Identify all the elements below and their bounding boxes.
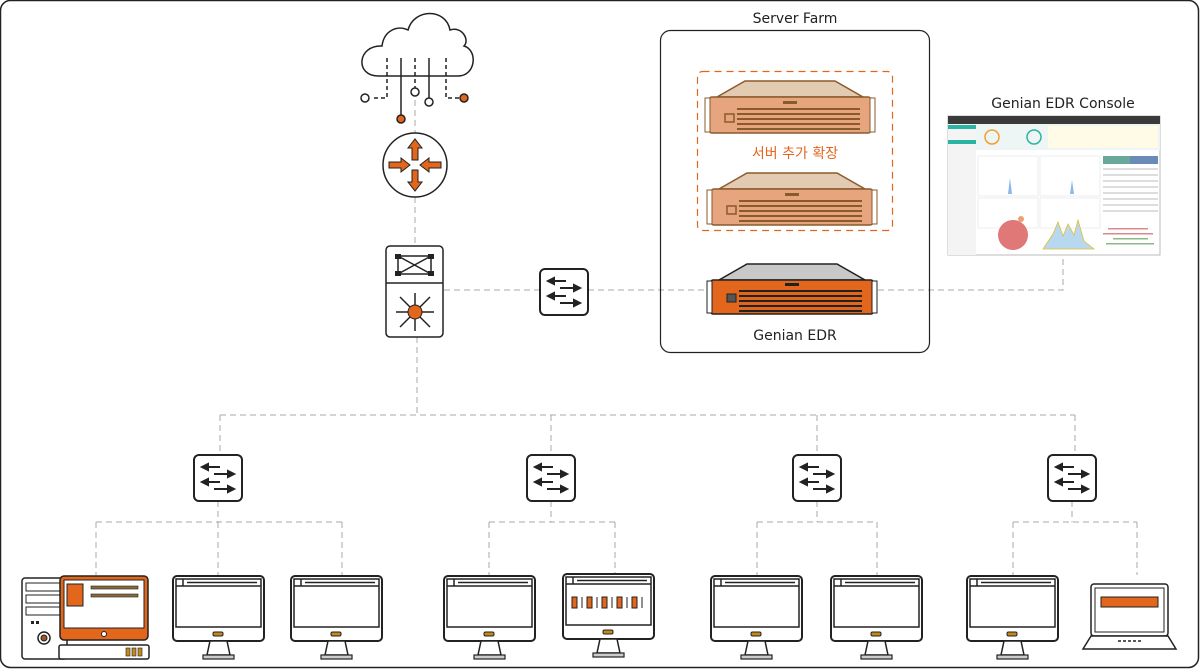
console-screenshot: [947, 115, 1161, 256]
genian-edr-label: Genian EDR: [753, 328, 837, 344]
connectors: [95, 100, 1138, 575]
core-switch-icon: [385, 245, 444, 338]
cloud-icon: [360, 12, 474, 124]
server-icon: [704, 80, 876, 134]
genian-edr-server-icon: [706, 263, 878, 315]
monitor-icon: [562, 573, 655, 658]
server-farm-title: Server Farm: [753, 11, 838, 27]
server-icon: [706, 172, 878, 226]
console-title: Genian EDR Console: [991, 96, 1135, 112]
switch-icon: [792, 454, 842, 502]
expansion-label: 서버 추가 확장: [752, 146, 838, 162]
laptop-icon: [1081, 583, 1178, 650]
switch-icon: [1047, 454, 1097, 502]
expansion-box: [696, 70, 894, 232]
desktop-pc-icon: [21, 575, 150, 660]
switch-icon: [539, 268, 589, 316]
switch-icon: [193, 454, 243, 502]
switch-icon: [526, 454, 576, 502]
server-farm-box: [659, 29, 931, 354]
router-icon: [382, 132, 448, 198]
